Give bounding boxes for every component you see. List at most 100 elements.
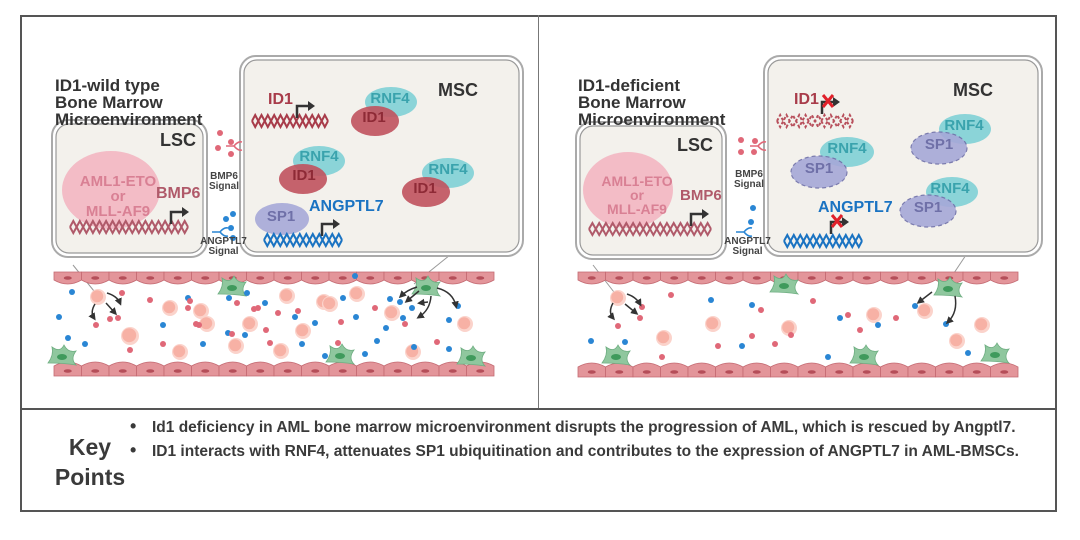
stromal-nucleus xyxy=(421,285,431,291)
angptl7-dna xyxy=(783,232,863,250)
bmp6-particle xyxy=(185,305,191,311)
leukemia-cell-body xyxy=(657,331,670,344)
key-point-item: Id1 deficiency in AML bone marrow microe… xyxy=(130,419,1040,435)
bmp6-particle xyxy=(845,312,851,318)
key-points-list: Id1 deficiency in AML bone marrow microe… xyxy=(130,419,1040,468)
sp1-label: SP1 xyxy=(266,208,296,225)
stromal-nucleus xyxy=(943,286,953,292)
endothelial-nucleus xyxy=(311,369,320,373)
bmp6-particle xyxy=(372,305,378,311)
signal-line: BMP6 xyxy=(735,169,763,180)
title-line: Microenvironment xyxy=(578,110,726,129)
endothelial-nucleus xyxy=(338,276,347,280)
bmp6-particle xyxy=(107,316,113,322)
endothelial-nucleus xyxy=(421,369,430,373)
leukemia-cell xyxy=(705,316,721,332)
endothelial-nucleus xyxy=(311,276,320,280)
leukemia-cell-body xyxy=(867,308,880,321)
endothelial-nucleus xyxy=(1000,370,1009,374)
endothelial-nucleus xyxy=(366,369,375,373)
endothelial-nucleus xyxy=(807,370,816,374)
bmp6-gene-label: BMP6 xyxy=(680,187,722,204)
title-line: Bone Marrow xyxy=(55,93,163,112)
bmp6-particle xyxy=(659,354,665,360)
endothelial-cell xyxy=(632,362,661,378)
oncogene-label: AML1-ETO or MLL-AF9 xyxy=(58,174,178,219)
endothelial-cell xyxy=(797,362,826,378)
leukemia-cell-body xyxy=(280,289,293,302)
endothelial-nucleus xyxy=(173,369,182,373)
endothelial-nucleus xyxy=(448,276,457,280)
angptl7-ligand xyxy=(230,211,236,217)
leukemia-cell-body xyxy=(975,318,988,331)
leukemia-cell xyxy=(974,317,990,333)
block-x-icon xyxy=(830,214,844,228)
arrow-path xyxy=(398,286,418,299)
bmp6-ligand xyxy=(738,137,744,143)
endothelial-nucleus xyxy=(725,276,734,280)
angptl7-particle xyxy=(374,338,380,344)
arrow-path xyxy=(417,298,429,307)
stromal-cell xyxy=(456,345,487,367)
endothelial-cell xyxy=(715,362,744,378)
bmp6-particle xyxy=(267,340,273,346)
bmp6-ligand xyxy=(217,130,223,136)
leukemia-cell xyxy=(279,288,295,304)
endothelial-nucleus xyxy=(587,276,596,280)
endothelial-cell xyxy=(825,362,854,378)
lsc-signal-arrow xyxy=(607,302,615,321)
lsc-signal-arrow xyxy=(105,302,118,316)
bmp6-ligand xyxy=(752,138,758,144)
msc-signal-arrow xyxy=(398,286,418,299)
id1-gene-label: ID1 xyxy=(794,91,819,108)
endothelial-nucleus xyxy=(835,276,844,280)
endothelial-nucleus xyxy=(752,276,761,280)
sp1-protein xyxy=(790,155,848,189)
bmp6-particle xyxy=(187,298,193,304)
stromal-cell xyxy=(217,275,248,297)
endothelial-nucleus xyxy=(642,370,651,374)
id1-protein-label: ID1 xyxy=(362,109,386,126)
lsc-signal-arrow xyxy=(624,303,639,315)
angptl7-particle xyxy=(56,314,62,320)
bmp6-receptor xyxy=(226,141,243,151)
angptl7-particle xyxy=(749,302,755,308)
vessel-wall-bottom xyxy=(577,362,1019,378)
msc-label: MSC xyxy=(953,80,993,100)
endothelial-cell xyxy=(163,361,192,377)
leukemia-cell xyxy=(322,296,338,312)
leukemia-cell-body xyxy=(350,287,363,300)
key-points-title-line: Key xyxy=(68,434,112,460)
angptl7-particle xyxy=(160,322,166,328)
leukemia-cell xyxy=(610,290,626,306)
lsc-signal-arrow xyxy=(88,303,96,321)
leukemia-cell-body xyxy=(173,345,186,358)
angptl7-particle xyxy=(65,335,71,341)
dna-strand xyxy=(251,112,329,130)
leukemia-cell-body xyxy=(918,304,931,317)
bmp6-ligand xyxy=(228,151,234,157)
leukemia-cell-body xyxy=(458,317,471,330)
endothelial-cell xyxy=(962,362,991,378)
leukemia-cell xyxy=(228,338,244,354)
diagram-canvas xyxy=(47,55,1043,378)
msc-label: MSC xyxy=(438,80,478,100)
rnf4-label: RNF4 xyxy=(370,90,410,107)
leukemia-cell-body xyxy=(91,290,104,303)
leukemia-cell xyxy=(457,316,473,332)
msc-signal-arrow xyxy=(945,295,957,325)
bmp6-particle xyxy=(639,304,645,310)
endothelial-cell xyxy=(770,362,799,378)
angptl7-particle xyxy=(622,339,628,345)
bmp6-particle xyxy=(402,321,408,327)
bmp6-particle xyxy=(758,307,764,313)
endothelial-nucleus xyxy=(283,369,292,373)
id1-protein-label: ID1 xyxy=(413,180,437,197)
block-x-icon xyxy=(821,94,835,108)
leukemia-cell-body xyxy=(200,317,213,330)
angptl7-particle xyxy=(875,322,881,328)
endothelial-cell xyxy=(577,362,606,378)
bmp6-particle xyxy=(234,300,240,306)
leukemia-cell xyxy=(199,316,215,332)
angptl7-ligand xyxy=(748,219,754,225)
